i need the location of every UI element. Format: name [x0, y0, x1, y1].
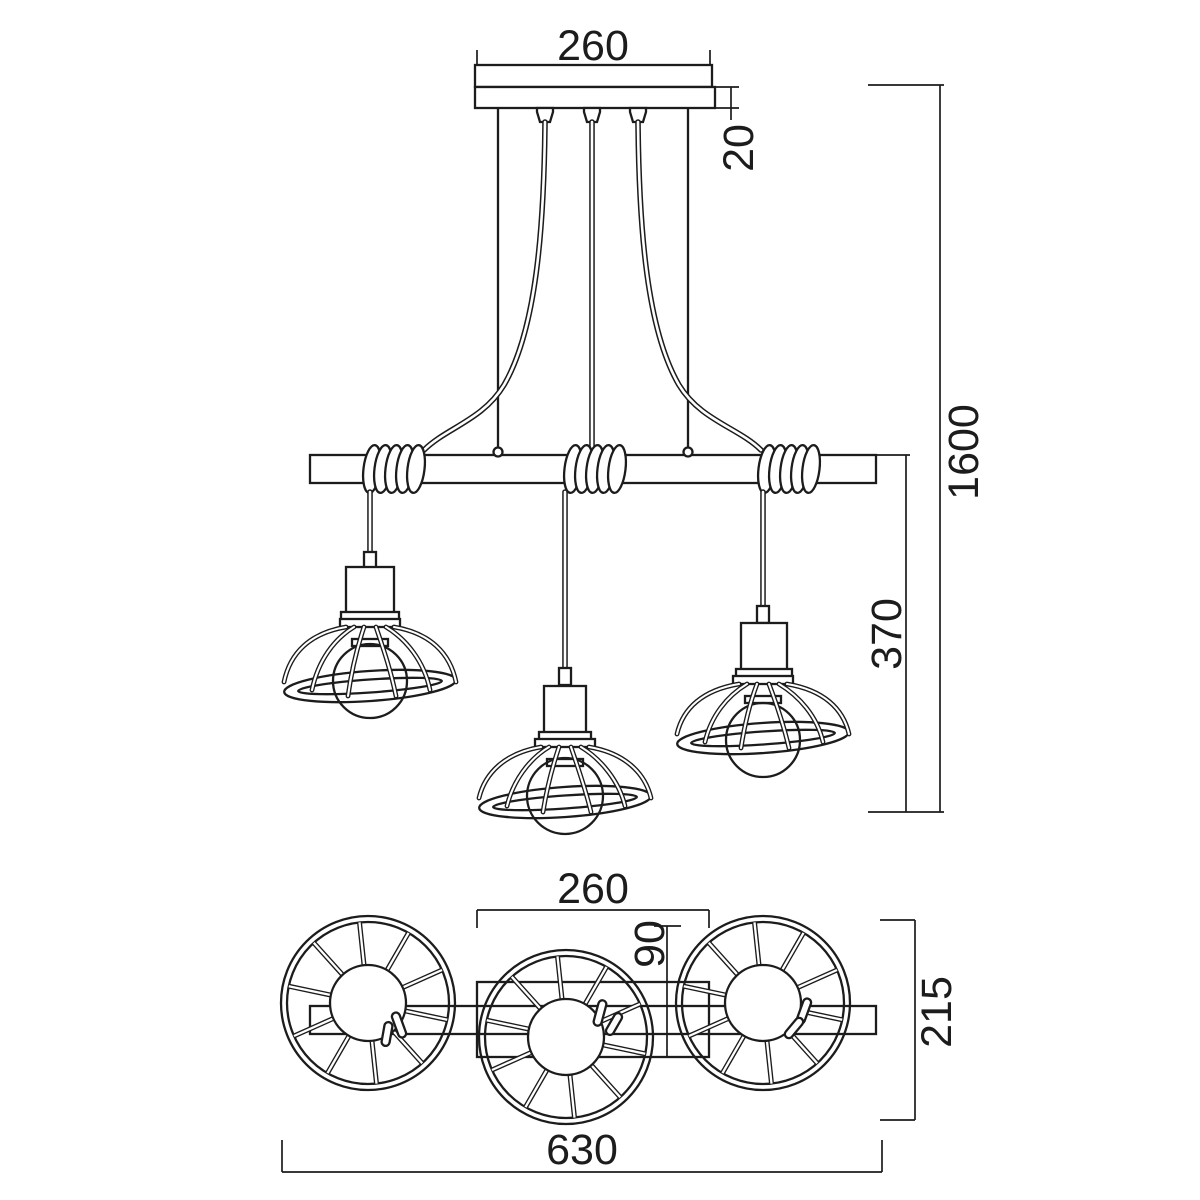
cord-ferrule: [755, 604, 771, 625]
lamp-socket: [542, 684, 588, 736]
lamp-socket: [344, 565, 396, 616]
dimension-overall-length: 630: [281, 1126, 883, 1174]
wheel-hub: [328, 963, 408, 1043]
cage-ribs: [476, 744, 654, 815]
wire-coils: [361, 444, 822, 494]
dim-label-plan-canopy-width: 260: [557, 865, 629, 913]
wheel-hub: [723, 963, 803, 1043]
pendant-lamp-middle: [476, 666, 654, 836]
mount-clip: [604, 1011, 624, 1037]
ceiling-canopy: [473, 63, 717, 110]
cage-wheel-left: [279, 914, 457, 1092]
wheel-inner-rim: [285, 920, 451, 1086]
pendant-lamp-left: [281, 550, 459, 720]
cord-grip-right: [628, 106, 648, 124]
wheel-inner-rim: [483, 954, 649, 1120]
cage-ribs: [281, 624, 459, 699]
right-cable-hook: [682, 446, 694, 458]
cage-bracket: [350, 637, 390, 648]
lamp-socket: [739, 621, 789, 673]
dim-label-pendant-drop: 370: [863, 598, 911, 670]
coil-left: [361, 444, 427, 494]
cage-collar: [731, 674, 795, 686]
cage-ribs: [674, 681, 852, 751]
left-cable-hook: [492, 446, 504, 458]
dim-label-canopy-width: 260: [557, 22, 629, 70]
mount-clip: [592, 999, 608, 1027]
pendant-lamp-right: [674, 604, 852, 779]
coil-right: [756, 444, 822, 494]
mount-clip: [783, 1016, 805, 1040]
wheel-hub: [526, 997, 606, 1077]
dim-label-canopy-thickness: 20: [715, 124, 763, 172]
wheel-outer-rim: [477, 948, 655, 1126]
front-view: 260 20: [281, 22, 988, 836]
dim-label-overall-depth: 215: [913, 976, 961, 1048]
suspension-cables: [421, 106, 764, 455]
left-cord: [421, 119, 548, 453]
cord-ferrule: [362, 550, 378, 570]
cage-wheel-right: [674, 914, 852, 1092]
dimension-canopy-offset: 90: [626, 920, 681, 1058]
dimension-canopy-width: 260: [476, 22, 711, 70]
cage-collar: [338, 617, 402, 629]
dim-label-overall-length: 630: [546, 1126, 618, 1174]
wheel-outer-rim: [674, 914, 852, 1092]
dimension-canopy-thickness: 20: [715, 86, 763, 172]
dim-label-overall-height: 1600: [940, 404, 988, 500]
cage-collar: [533, 737, 597, 749]
top-view: 260 90 215 630: [279, 865, 961, 1174]
dim-label-canopy-offset: 90: [626, 920, 674, 968]
cord-grip-middle: [582, 106, 602, 124]
cage-bracket: [545, 757, 585, 768]
coil-middle: [562, 444, 628, 494]
cord-ferrule: [557, 666, 573, 687]
mount-clip: [390, 1011, 408, 1039]
mount-clip: [380, 1020, 394, 1048]
dimension-pendant-drop: 370: [863, 454, 911, 812]
cage-wheel-middle: [477, 948, 655, 1126]
cord-grip-left: [535, 106, 555, 124]
dimension-overall-depth: 215: [880, 919, 961, 1121]
dimension-overall-height: 1600: [868, 84, 988, 813]
wheel-outer-rim: [279, 914, 457, 1092]
wheel-inner-rim: [680, 920, 846, 1086]
canopy-base-plate: [473, 85, 717, 110]
cage-bracket: [743, 694, 783, 705]
dimension-plan-canopy-width: 260: [476, 865, 710, 928]
